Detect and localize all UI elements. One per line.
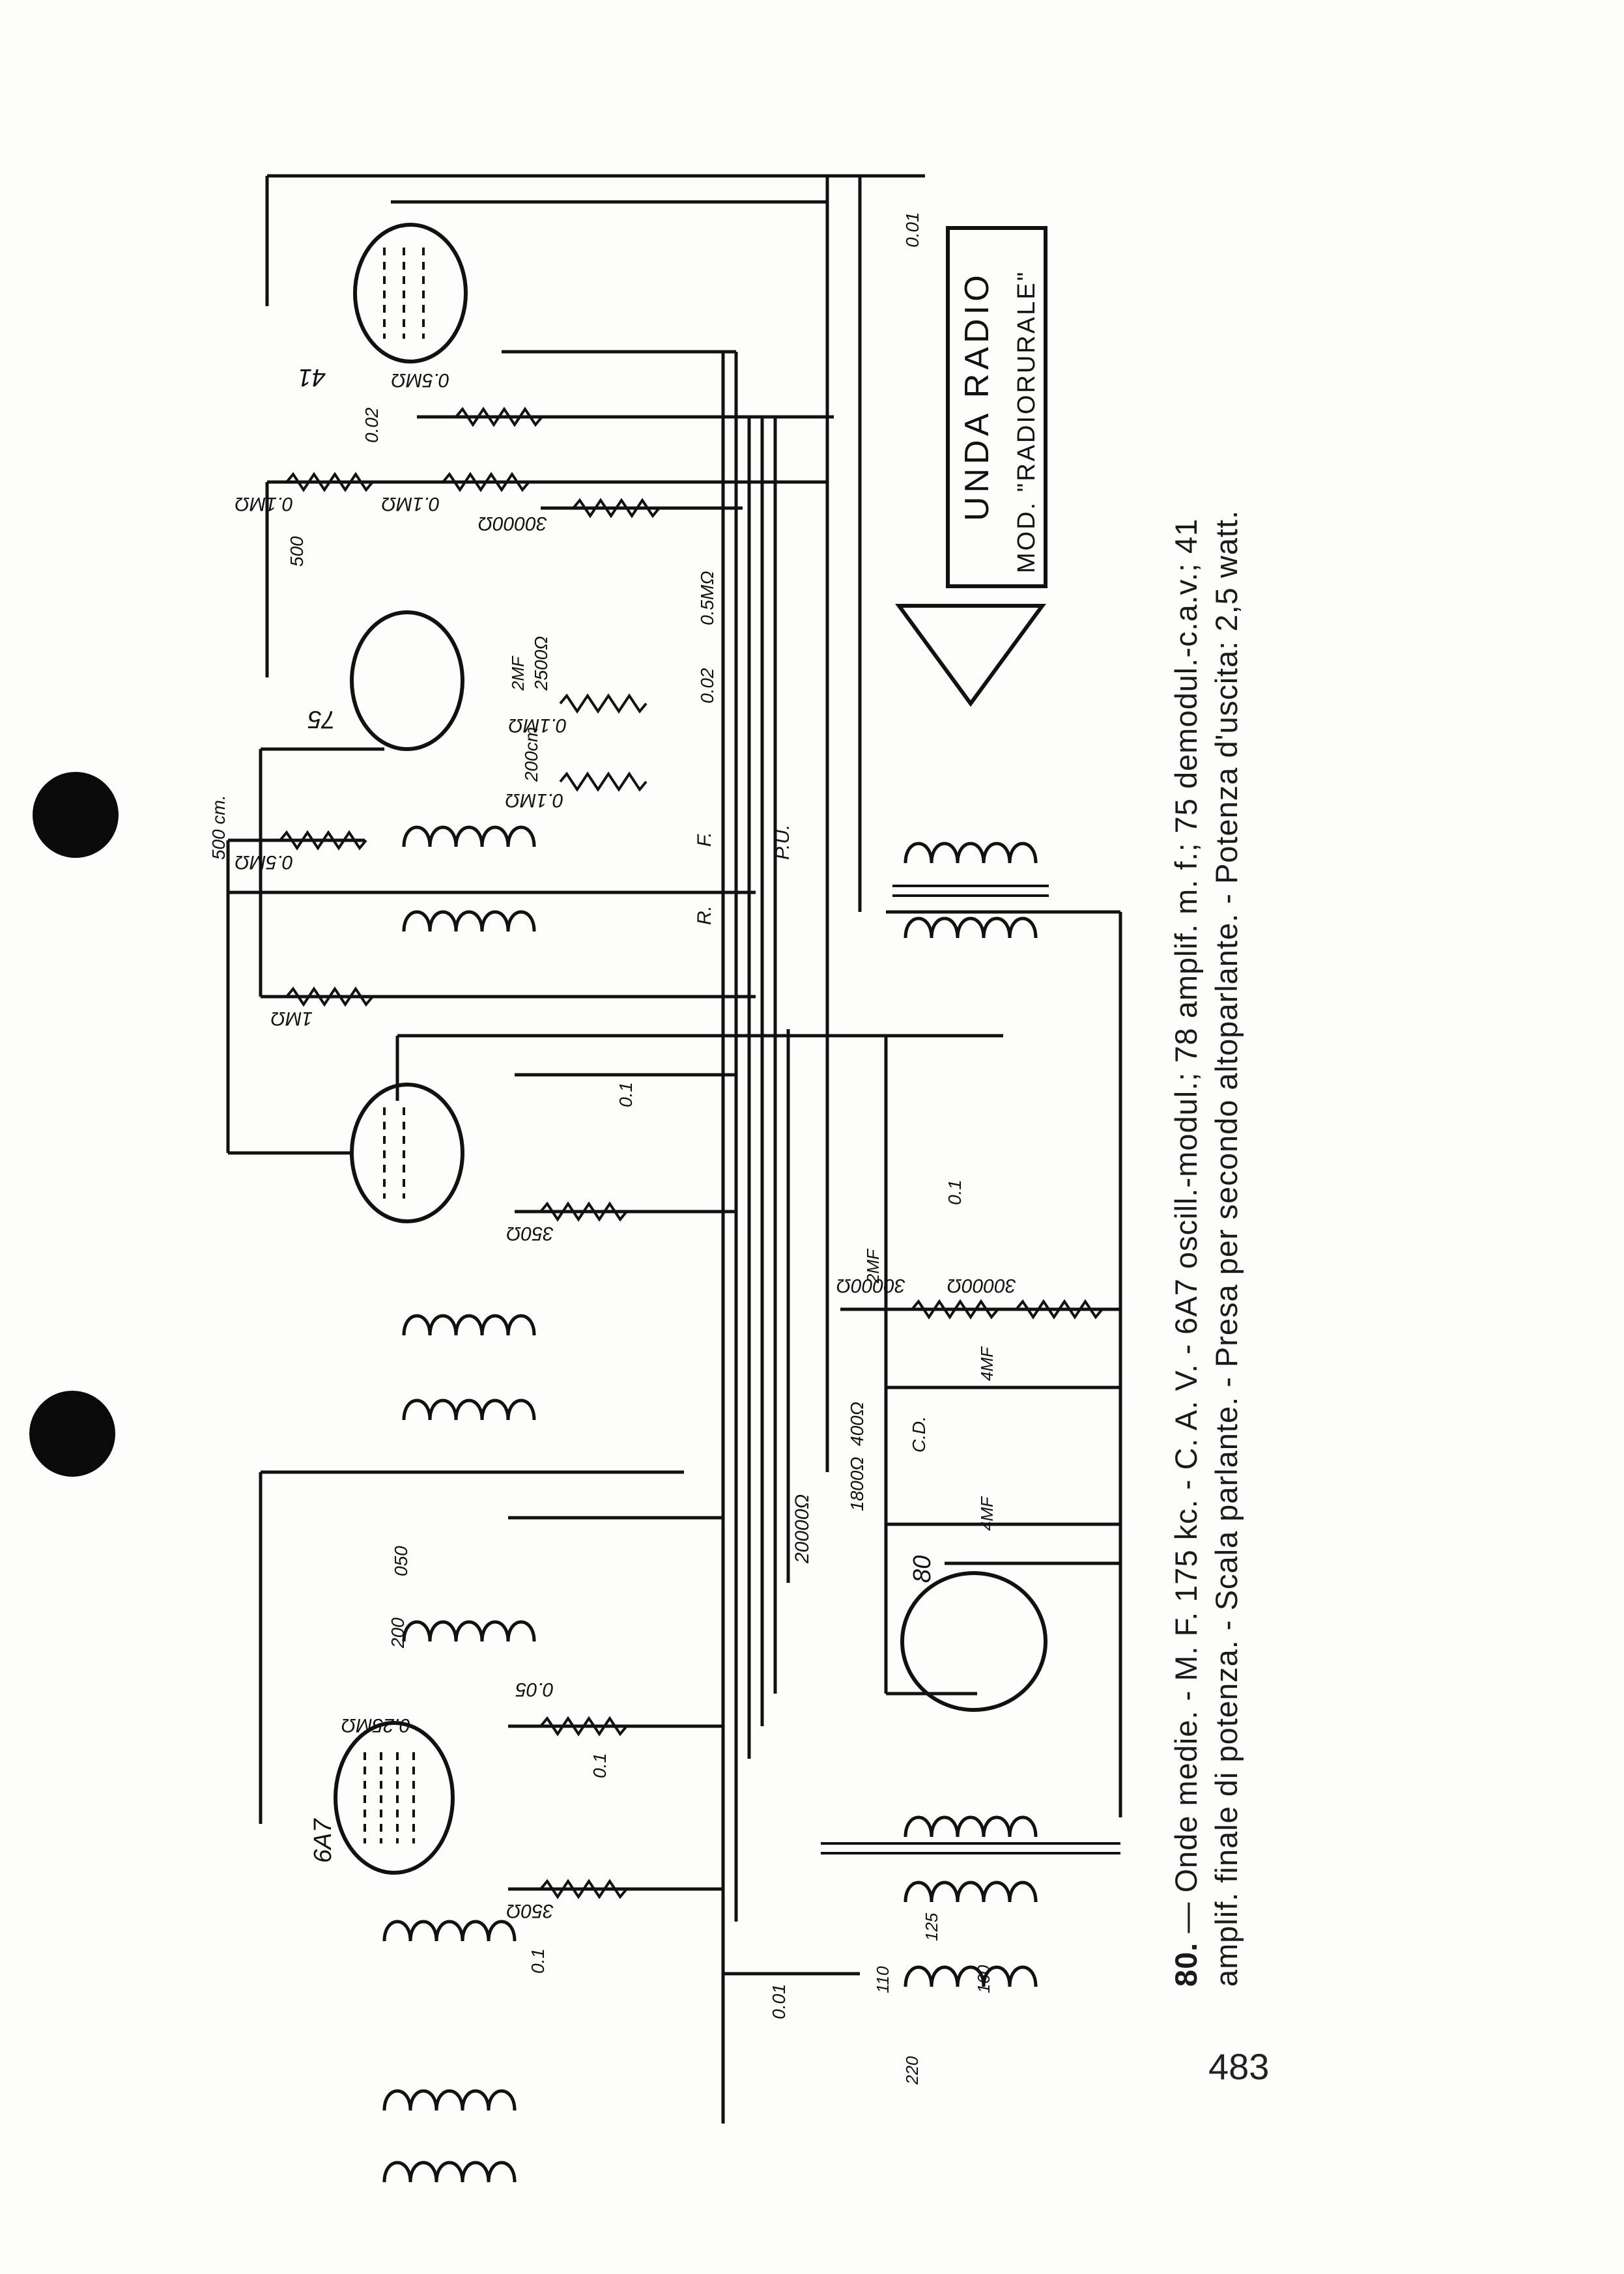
label-c-200: 200: [388, 1617, 408, 1648]
label-c-4mf-a: 4MF: [977, 1347, 997, 1381]
tube-80-label: 80: [909, 1555, 936, 1583]
label-r-400: 400Ω: [847, 1401, 867, 1446]
wiring: [226, 174, 1122, 2124]
tubes: [334, 223, 1047, 1875]
label-sw-pu: P.U.: [772, 824, 793, 860]
label-r-30000c: 30000Ω: [947, 1275, 1016, 1296]
tube-75-label: 75: [307, 705, 335, 733]
label-c-top: 0.01: [902, 212, 922, 248]
label-c-005: 0.05: [515, 1679, 554, 1700]
label-cd: C.D.: [909, 1416, 929, 1453]
label-c-2mf: 2MF: [508, 657, 528, 690]
coils: [384, 827, 1036, 2182]
caption-line2: amplif. finale di potenza. - Scala parla…: [1209, 509, 1244, 1987]
label-c-01a: 0.1: [616, 1082, 636, 1107]
label-002a: 0.02: [362, 407, 382, 444]
tube-41-label: 41: [298, 363, 326, 391]
label-c-500: 500: [287, 536, 307, 567]
label-c-4mf-b: 4MF: [977, 1497, 997, 1531]
label-v125: 125: [922, 1912, 941, 1941]
label-r-2500: 2500Ω: [531, 636, 551, 690]
nameplate-line2: MOD. "RADIORURALE": [1013, 270, 1040, 573]
label-c-002b: 0.02: [697, 668, 717, 704]
label-r-1m: 1MΩ: [270, 1008, 313, 1029]
binder-hole-bottom: [29, 1391, 115, 1477]
label-r-1800: 1800Ω: [847, 1457, 867, 1511]
label-sw-f: F.: [694, 832, 715, 847]
label-r-025m: 0.25MΩ: [341, 1714, 410, 1736]
label-sw-r: R.: [694, 905, 715, 925]
caption-line1: — Onde medie. - M. F. 175 kc. - C. A. V.…: [1169, 518, 1203, 1933]
label-v220: 220: [902, 2056, 922, 2084]
caption-number: 80.: [1169, 1942, 1203, 1987]
label-r-05m: 0.5MΩ: [391, 369, 449, 391]
transformer-cores: [821, 885, 1120, 1855]
label-c-01d: 0.1: [528, 1948, 548, 1974]
label-r-20000: 20000Ω: [791, 1494, 813, 1563]
label-c-500cm: 500 cm.: [208, 795, 229, 860]
label-r-01m-d: 0.1MΩ: [505, 789, 563, 811]
label-r-05m-b: 0.5MΩ: [235, 851, 293, 873]
nameplate-line1: UNDA RADIO: [958, 271, 996, 521]
label-c-001: 0.01: [769, 1983, 789, 2020]
label-r-350b: 350Ω: [506, 1900, 554, 1922]
label-pot-05: 0.5MΩ: [697, 571, 717, 625]
label-r-350a: 350Ω: [506, 1223, 554, 1244]
label-r-01m-c: 0.1MΩ: [508, 715, 567, 736]
label-r-01m-b: 0.1MΩ: [381, 493, 440, 515]
figure-caption: 80. — Onde medie. - M. F. 175 kc. - C. A…: [1166, 293, 1247, 1987]
speaker: [895, 226, 1047, 707]
page-number: 483: [1208, 2046, 1270, 2087]
label-v110: 110: [873, 1966, 892, 1993]
label-r-30000: 30000Ω: [477, 513, 547, 534]
label-r-30000b: 30000Ω: [836, 1275, 905, 1296]
binder-hole-top: [33, 772, 119, 858]
label-v160: 160: [974, 1965, 993, 1993]
tube-6a7-label: 6A7: [309, 1819, 337, 1863]
label-r-01m-a: 0.1MΩ: [235, 493, 293, 515]
label-c-01b: 0.1: [945, 1180, 965, 1205]
label-c-01c: 0.1: [590, 1753, 610, 1778]
label-c-050: 050: [391, 1546, 411, 1576]
